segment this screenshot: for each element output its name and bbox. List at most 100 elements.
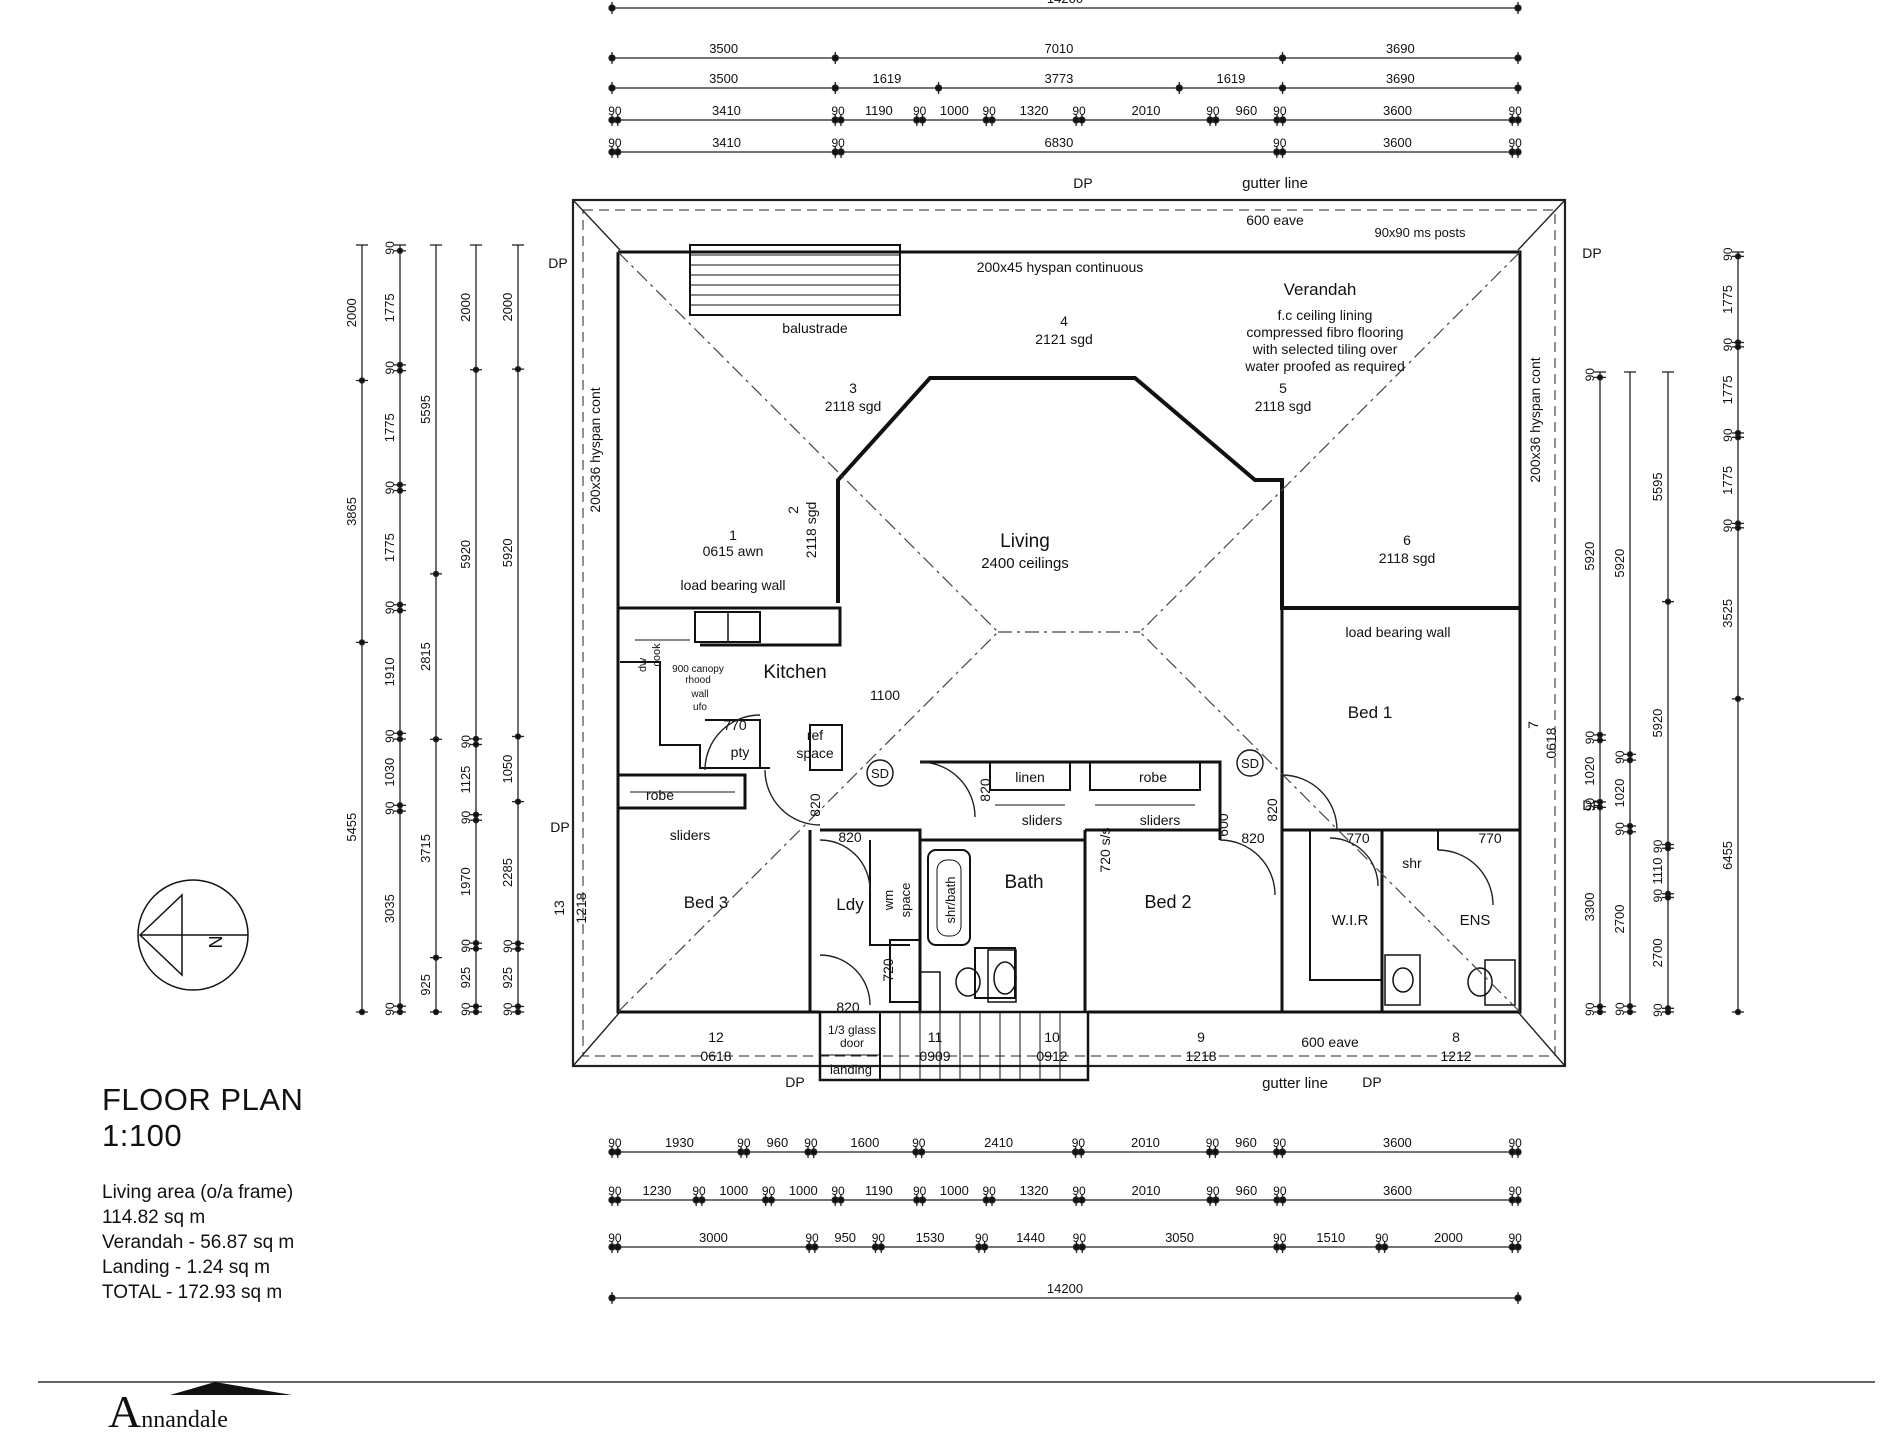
dimension-label-bottom: 960: [1236, 1183, 1258, 1198]
dimension-node: [358, 639, 366, 646]
dimension-node: [1626, 756, 1634, 764]
window-size: 1218: [573, 892, 589, 923]
label-canopy: wall: [690, 689, 708, 700]
dimension-strings: [356, 2, 1744, 1304]
dimension-node: [472, 811, 480, 818]
dimension-label-right: 5920: [1650, 709, 1665, 738]
area-line: Verandah - 56.87 sq m: [102, 1232, 295, 1253]
dimension-label-right: 1020: [1582, 757, 1597, 786]
dimension-label-right: 90: [1721, 428, 1735, 442]
dimension-label-left: 1050: [500, 755, 515, 784]
dimension-label-bottom: 90: [1206, 1136, 1220, 1150]
area-line: Landing - 1.24 sq m: [102, 1257, 270, 1278]
dimension-node: [918, 1196, 927, 1204]
label-robe: robe: [646, 787, 674, 803]
door-size: 720: [880, 958, 896, 982]
smoke-detector-icon: [866, 759, 894, 787]
label-hyspan-right: 200x36 hyspan cont: [1527, 357, 1543, 482]
dimension-label-left: 90: [383, 801, 397, 815]
dimension-node: [472, 945, 480, 952]
dimension-node: [1596, 731, 1604, 739]
dimension-label-bottom: 90: [762, 1184, 776, 1198]
window-size: 0618: [700, 1048, 731, 1064]
dimension-label-left: 90: [501, 939, 515, 953]
dimension-label-bottom: 2410: [984, 1135, 1013, 1150]
dimension-node: [514, 365, 522, 373]
dimension-node: [396, 601, 404, 608]
dimension-label-bottom: 1440: [1016, 1230, 1045, 1245]
dimension-label-right: 5920: [1612, 549, 1627, 578]
dimension-node: [1596, 1008, 1604, 1016]
label-sliders: sliders: [670, 827, 710, 843]
dimension-node: [1279, 1196, 1287, 1204]
dimension-label-bottom: 90: [608, 1231, 622, 1245]
dimension-node: [1596, 804, 1604, 811]
door-size: 770: [723, 717, 747, 733]
room-verandah: Verandah: [1284, 280, 1357, 299]
dimension-label-bottom: 1930: [665, 1135, 694, 1150]
dimension-label-top: 90: [982, 104, 996, 118]
dimension-node: [1734, 253, 1742, 260]
dimension-label-left: 3865: [344, 497, 359, 526]
dimension-node: [1278, 54, 1287, 62]
label-dp: DP: [1582, 797, 1601, 813]
dimension-node: [1626, 822, 1634, 830]
label-eave: 600 eave: [1246, 212, 1304, 228]
dimension-label-bottom: 90: [1273, 1231, 1287, 1245]
dimension-label-right: 90: [1651, 1003, 1665, 1017]
dimension-node: [472, 1008, 480, 1016]
dimension-label-bottom: 90: [913, 1184, 927, 1198]
label-ref: ref: [807, 727, 823, 743]
dimension-node: [1734, 524, 1742, 531]
plan-scale: 1:100: [102, 1118, 183, 1153]
dimension-label-top: 1619: [872, 71, 901, 86]
dimension-node: [472, 1003, 480, 1010]
dimension-node: [472, 939, 480, 947]
dimension-label-right: 90: [1613, 1002, 1627, 1016]
window-size: 0912: [1036, 1048, 1067, 1064]
dimension-label-left: 3035: [382, 894, 397, 923]
dimension-node: [614, 1196, 622, 1204]
dimension-label-bottom: 3600: [1383, 1183, 1412, 1198]
verandah-note: compressed fibro flooring: [1246, 324, 1403, 340]
dimension-label-bottom: 90: [982, 1184, 996, 1198]
dimension-label-left: 1125: [458, 766, 473, 794]
dimension-label-bottom: 90: [608, 1184, 622, 1198]
dimension-node: [1211, 1148, 1220, 1156]
label-posts: 90x90 ms posts: [1374, 225, 1466, 240]
label-glass-door: door: [840, 1036, 864, 1050]
dimension-node: [831, 84, 839, 92]
dimension-label-left: 1970: [458, 867, 473, 896]
dimension-node: [1734, 434, 1742, 441]
dimension-node: [1175, 84, 1183, 92]
dimension-label-bottom: 1510: [1316, 1230, 1345, 1245]
dimension-label-left: 2000: [500, 293, 515, 322]
dimension-node: [1077, 1148, 1085, 1156]
dimension-label-bottom: 90: [1508, 1184, 1522, 1198]
dimension-label-left: 90: [459, 735, 473, 749]
dimension-label-top: 3500: [709, 41, 738, 56]
house-walls: [616, 244, 1522, 1082]
dimension-node: [1078, 116, 1086, 124]
dimension-node: [432, 954, 440, 961]
window-number: 13: [551, 900, 567, 916]
brand-initial: A: [108, 1386, 142, 1437]
dimension-node: [1514, 4, 1522, 12]
label-pantry: pty: [731, 744, 750, 760]
room-kitchen: Kitchen: [763, 662, 826, 683]
roof-lines: [617, 251, 1521, 1013]
dimension-node: [831, 54, 839, 62]
room-bed2: Bed 2: [1144, 892, 1191, 912]
label-dp: DP: [1362, 1074, 1381, 1090]
label-glass-door: 1/3 glass: [828, 1023, 876, 1037]
dimension-node: [1734, 695, 1742, 702]
dimension-node: [396, 1008, 404, 1016]
north-label: N: [206, 936, 226, 949]
dimension-label-bottom: 90: [1375, 1231, 1389, 1245]
dimension-node: [358, 1008, 366, 1016]
verandah-note: water proofed as required: [1244, 358, 1405, 374]
dimension-label-bottom: 90: [1072, 1136, 1086, 1150]
dimension-node: [396, 735, 404, 743]
dimension-node: [358, 377, 366, 384]
